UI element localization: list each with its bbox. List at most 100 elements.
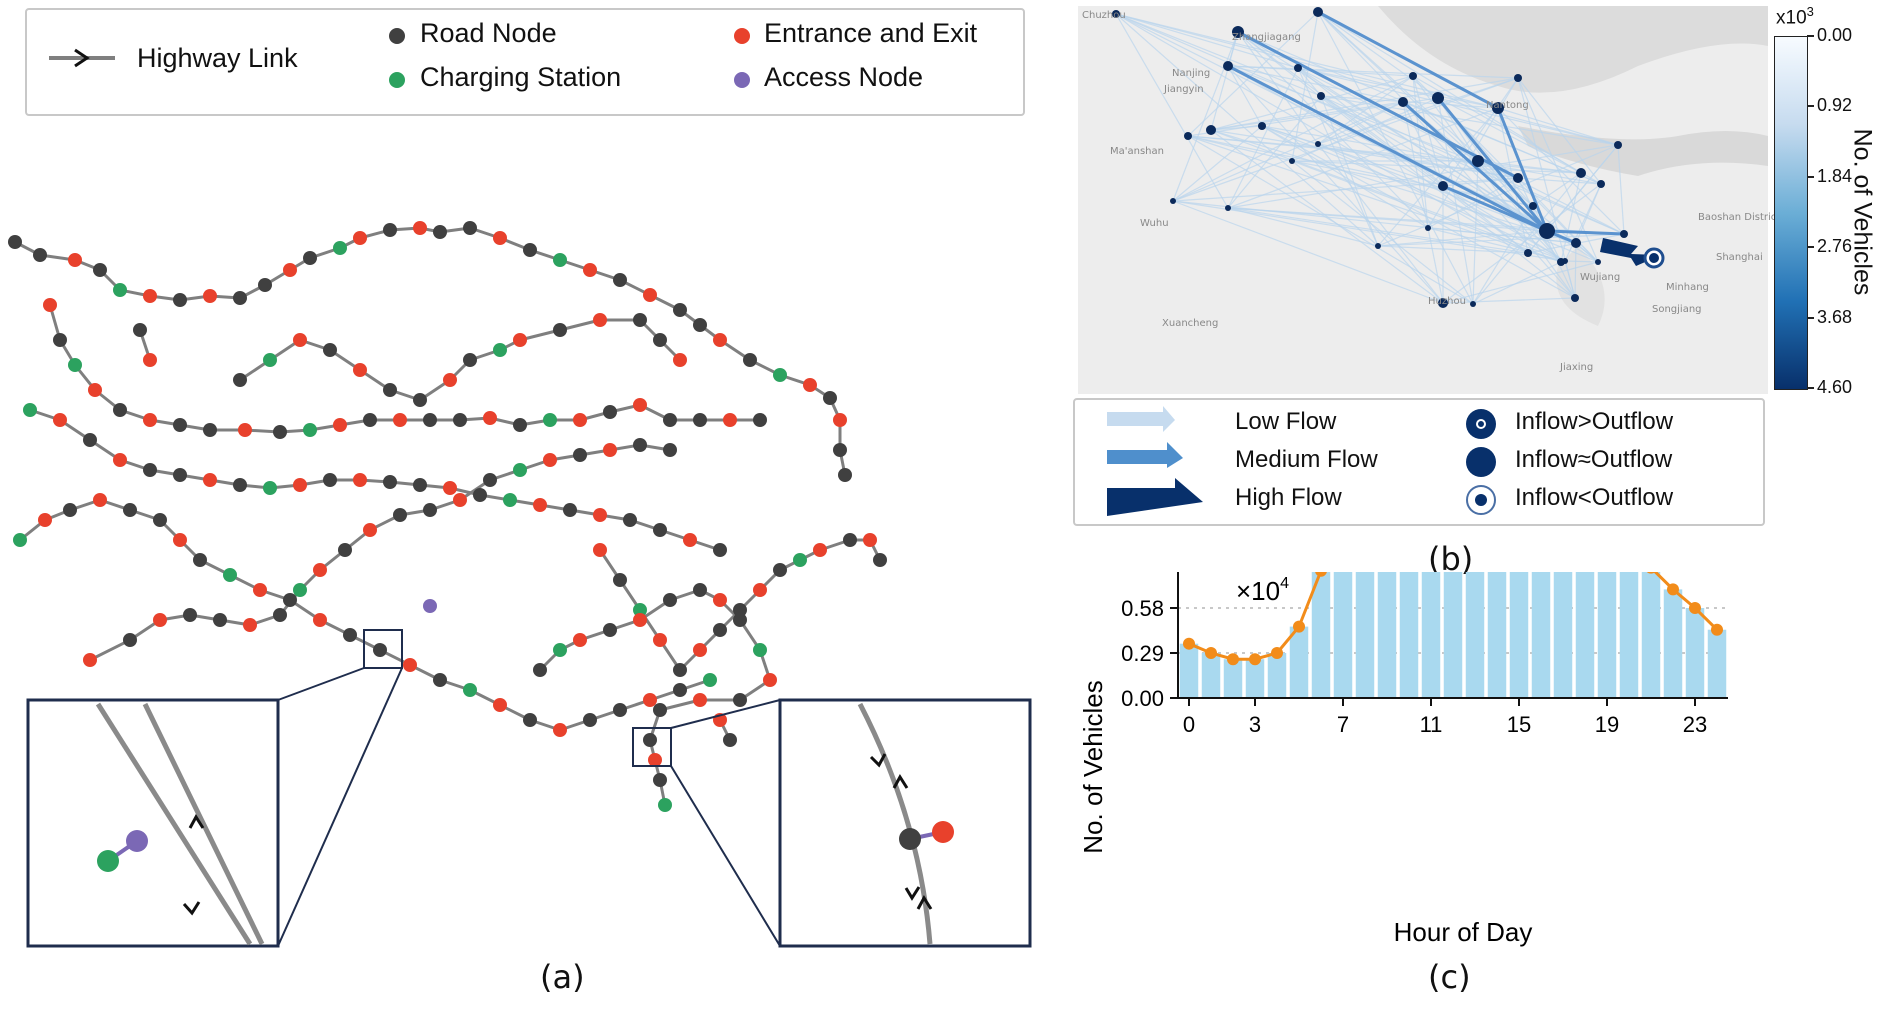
network-node [233,478,247,492]
flow-link [1115,13,1299,69]
highway-network-diagram [8,221,1032,948]
network-node [203,473,217,487]
flow-node [1524,249,1532,257]
flow-node [1398,97,1408,107]
network-node [8,235,22,249]
network-node [123,633,137,647]
network-node [613,703,627,717]
network-node [503,493,517,507]
network-node [633,603,647,617]
network-node [838,468,852,482]
flow-node [1472,155,1484,167]
bar [1179,643,1199,698]
network-node [553,723,567,737]
flow-node [1112,10,1120,18]
caption-c: (c) [1428,958,1471,996]
network-node [723,733,737,747]
network-node [68,358,82,372]
network-node [633,398,647,412]
network-node [333,418,347,432]
medium-flow-link [1442,184,1548,233]
network-node [383,475,397,489]
flow-link [1317,143,1519,179]
network-node [338,543,352,557]
network-node [553,253,567,267]
flow-link [1317,11,1474,305]
flow-node [1614,141,1622,149]
network-node [743,353,757,367]
flow-link [1442,77,1519,187]
legend-entrance-exit: Entrance and Exit [764,18,978,48]
legend-panel-a: Highway Link Road Node Charging Station … [25,8,1025,116]
colorbar-tick-label: 3.68 [1817,306,1853,327]
network-node [773,368,787,382]
network-node [53,413,67,427]
access-node-legend-dot [734,72,750,88]
map-label: Ma'anshan [1110,146,1164,157]
flow-legend-arrows [1107,406,1203,516]
network-node [153,513,167,527]
network-node [363,523,377,537]
charging-station-legend-dot [389,72,405,88]
network-node [23,403,37,417]
series-point [1249,653,1261,666]
flow-link [1210,77,1519,131]
network-node [463,683,477,697]
x-tick-label: 3 [1249,712,1261,737]
y-multiplier: ×104 [1236,575,1289,606]
network-node [593,543,607,557]
map-label: Wuhu [1140,218,1169,229]
network-node [113,403,127,417]
flow-link [1472,172,1582,305]
chart-line [1183,572,1723,666]
network-node [83,653,97,667]
network-node [653,333,667,347]
x-tick-label: 7 [1337,712,1349,737]
colorbar-tick [1807,316,1814,319]
network-node [513,418,527,432]
legend-highway-link: Highway Link [137,43,298,73]
bar [1443,572,1463,698]
network-node [83,433,97,447]
flow-link [1187,11,1319,137]
network-node [363,413,377,427]
network-node [353,231,367,245]
flow-link [1297,67,1322,97]
network-node [733,613,747,627]
map-label: Baoshan District [1698,212,1781,223]
flow-node [1562,258,1568,264]
bar [1663,589,1683,698]
series-point [1646,572,1656,574]
network-node [533,498,547,512]
flow-link [1320,95,1499,109]
flow-node [1184,132,1192,140]
flow-node [1470,301,1476,307]
network-node [293,583,307,597]
network-node [433,673,447,687]
flow-link [1427,227,1577,244]
x-tick-label: 15 [1507,712,1531,737]
flow-node [1289,158,1295,164]
network-node [263,481,277,495]
bar [1245,659,1265,698]
network-node [663,413,677,427]
series-point [1667,583,1679,596]
medium-flow-link [1227,64,1548,233]
flow-link [1320,95,1619,146]
colorbar-tick [1807,246,1814,249]
flow-link [1377,245,1529,254]
network-node [303,423,317,437]
legend-access-node: Access Node [764,62,924,92]
bar [1465,572,1485,698]
legend-high-flow: High Flow [1235,484,1342,511]
flow-link [1427,177,1519,229]
flow-link [1477,160,1562,263]
flow-link [1187,135,1562,263]
network-node [253,583,267,597]
network-node [273,425,287,439]
network-node [53,333,67,347]
access-node [423,599,437,613]
flow-link [1237,31,1429,229]
network-node [753,643,767,657]
flow-link [1564,260,1576,299]
